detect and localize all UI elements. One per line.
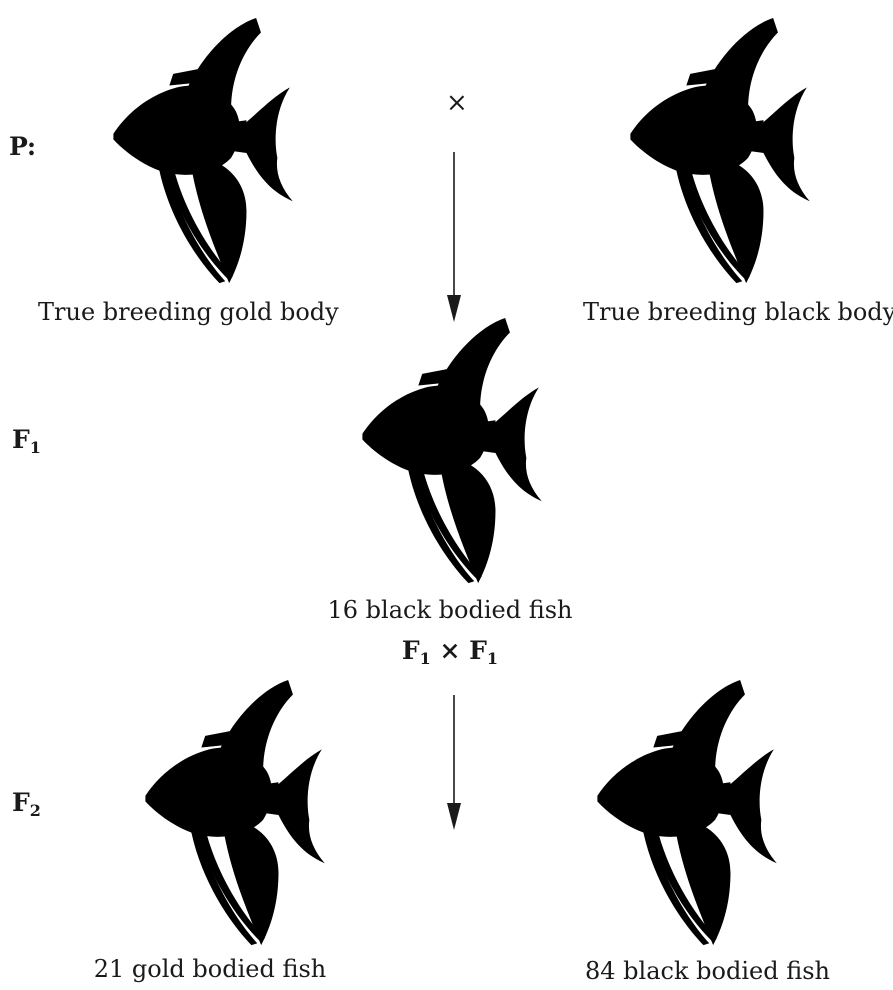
arrow-p-to-f1 <box>444 150 464 330</box>
generation-label-p: P: <box>9 132 36 161</box>
fish-f1-black-body <box>357 318 552 588</box>
caption-p-gold: True breeding gold body <box>38 298 338 326</box>
fish-p-gold-body: .g .streamer{fill:#fff;stroke:#1a1a1a;st… <box>108 18 303 288</box>
fish-f2-black-body <box>592 680 787 950</box>
f1-cross-formula: F1 × F1 <box>300 636 600 668</box>
generation-label-f1-main: F <box>12 425 30 454</box>
caption-p-black: True breeding black body <box>583 298 889 326</box>
arrow-f1-to-f2 <box>444 695 464 835</box>
caption-f2-gold: 21 gold bodied fish <box>70 955 350 983</box>
f1-cross-left-sub: 1 <box>420 649 431 668</box>
generation-label-f1: F1 <box>12 425 41 457</box>
f1-cross-right: F <box>469 636 487 665</box>
generation-label-f2-main: F <box>12 788 30 817</box>
f1-cross-right-sub: 1 <box>487 649 498 668</box>
generation-label-f2-sub: 2 <box>30 801 41 820</box>
f1-cross-left: F <box>402 636 420 665</box>
caption-f2-black: 84 black bodied fish <box>555 957 860 985</box>
fish-p-black-body <box>625 18 820 288</box>
cross-symbol: × <box>446 88 468 118</box>
fish-f2-gold-body <box>140 680 335 950</box>
generation-label-f1-sub: 1 <box>30 438 41 457</box>
f1-cross-times: × <box>431 636 469 665</box>
generation-label-f2: F2 <box>12 788 41 820</box>
caption-f1-black: 16 black bodied fish <box>300 596 600 624</box>
